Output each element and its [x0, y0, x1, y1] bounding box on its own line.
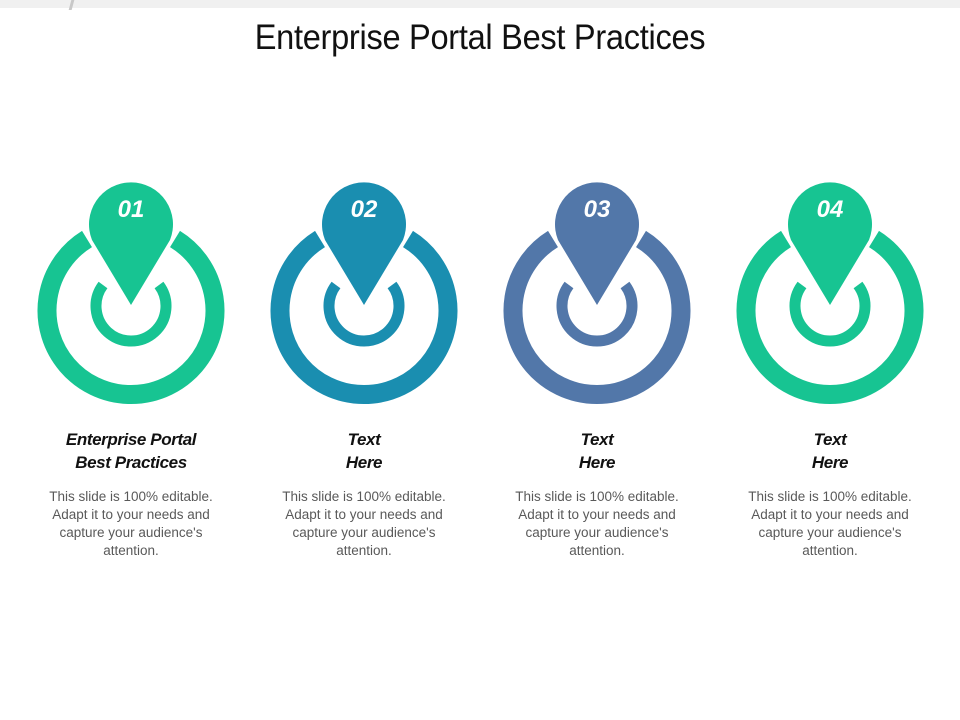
heading-line-2: Here: [811, 453, 849, 472]
step-item-2: 02 Text Here This slide is 100% editable…: [264, 170, 464, 590]
step-heading: Text Here: [264, 428, 464, 474]
step-number: 04: [816, 196, 844, 223]
heading-line-1: Text: [347, 430, 381, 449]
location-pin-power-icon: [37, 182, 225, 404]
step-description: This slide is 100% editable. Adapt it to…: [515, 489, 679, 558]
step-heading: Enterprise Portal Best Practices: [31, 428, 231, 474]
step-heading: Text Here: [497, 428, 697, 474]
step-description: This slide is 100% editable. Adapt it to…: [49, 489, 213, 558]
heading-line-1: Enterprise Portal: [65, 430, 197, 449]
step-item-3: 03 Text Here This slide is 100% editable…: [497, 170, 697, 590]
step-description: This slide is 100% editable. Adapt it to…: [282, 489, 446, 558]
location-pin-power-icon: [736, 182, 924, 404]
top-bar: [0, 0, 960, 10]
location-pin-power-icon: [270, 182, 458, 404]
location-pin-power-icon: [503, 182, 691, 404]
slide-title: Enterprise Portal Best Practices: [254, 18, 706, 57]
step-number: 01: [117, 196, 145, 223]
step-number: 03: [583, 196, 611, 223]
step-item-4: 04 Text Here This slide is 100% editable…: [730, 170, 930, 590]
heading-line-2: Best Practices: [75, 453, 187, 472]
step-number: 02: [350, 196, 378, 223]
heading-line-2: Here: [578, 453, 616, 472]
heading-line-1: Text: [813, 430, 847, 449]
heading-line-2: Here: [345, 453, 383, 472]
decorative-mark: [68, 0, 75, 10]
step-heading: Text Here: [730, 428, 930, 474]
step-description: This slide is 100% editable. Adapt it to…: [748, 489, 912, 558]
step-item-1: 01 Enterprise Portal Best Practices This…: [31, 170, 231, 590]
heading-line-1: Text: [580, 430, 614, 449]
